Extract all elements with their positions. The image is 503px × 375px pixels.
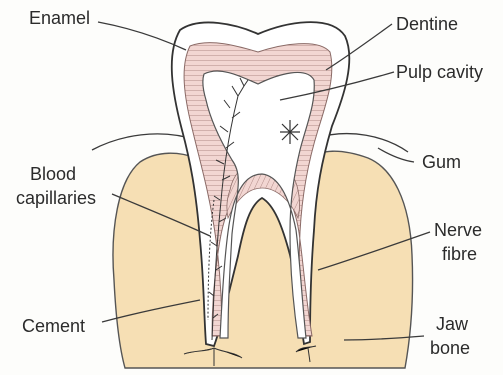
nerve-fibre-label-line2: fibre	[442, 244, 477, 264]
jaw-bone-label-line2: bone	[430, 338, 470, 358]
enamel-leader	[98, 22, 186, 50]
dentine-label: Dentine	[396, 14, 458, 34]
enamel-label: Enamel	[29, 8, 90, 28]
nerve-fibre-label-line1: Nerve	[434, 220, 482, 240]
blood-capillaries-label-line1: Blood	[30, 164, 76, 184]
cement-label: Cement	[22, 316, 85, 336]
jaw-bone-label-line1: Jaw	[436, 314, 469, 334]
pulp-cavity-label: Pulp cavity	[396, 62, 483, 82]
blood-capillaries-label-line2: capillaries	[16, 188, 96, 208]
gum-label: Gum	[422, 152, 461, 172]
gum-leader	[378, 148, 414, 162]
gum-line-left	[92, 134, 196, 150]
